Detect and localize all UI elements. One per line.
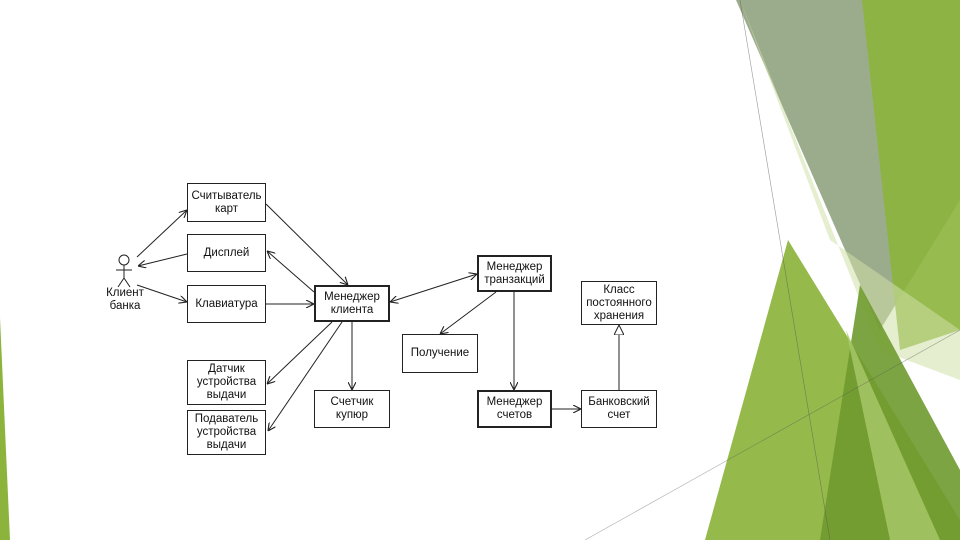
node-receipt: Получение <box>402 334 478 373</box>
actor-icon <box>116 254 132 288</box>
edge-actor-cardreader <box>136 210 187 258</box>
deco-right-green-light <box>846 330 940 540</box>
node-card-reader: Считыватель карт <box>187 183 266 222</box>
edge-clientmanager-sensor <box>267 321 333 384</box>
deco-right-green-dark <box>820 285 960 540</box>
edge-clientmanager-transaction <box>390 274 477 302</box>
actor-label: Клиент банка <box>106 287 144 312</box>
deco-thin-line-1 <box>739 0 831 540</box>
node-dispenser-feeder: Подаватель устройства выдачи <box>187 410 266 455</box>
node-client-manager: Менеджер клиента <box>314 285 390 322</box>
node-transaction-manager: Менеджер транзакций <box>477 255 552 292</box>
edge-clientmanager-feeder <box>268 321 343 431</box>
edge-cardreader-clientmanager <box>265 203 348 285</box>
deco-left-sliver <box>0 318 10 540</box>
node-account-manager: Менеджер счетов <box>477 390 552 428</box>
node-display: Дисплей <box>187 234 266 272</box>
edge-transaction-receipt <box>440 291 497 334</box>
node-persistent-class: Класс постоянного хранения <box>581 281 657 325</box>
deco-right-green-upper <box>862 0 960 350</box>
node-keyboard: Клавиатура <box>187 285 266 323</box>
node-cash-counter: Счетчик купюр <box>314 390 390 428</box>
edge-actor-keyboard <box>136 284 187 302</box>
deco-thin-line-2 <box>584 329 960 540</box>
edge-display-actor <box>138 253 188 266</box>
edge-clientmanager-display <box>267 251 315 293</box>
node-bank-account: Банковский счет <box>581 390 657 428</box>
node-dispenser-sensor: Датчик устройства выдачи <box>187 360 266 405</box>
